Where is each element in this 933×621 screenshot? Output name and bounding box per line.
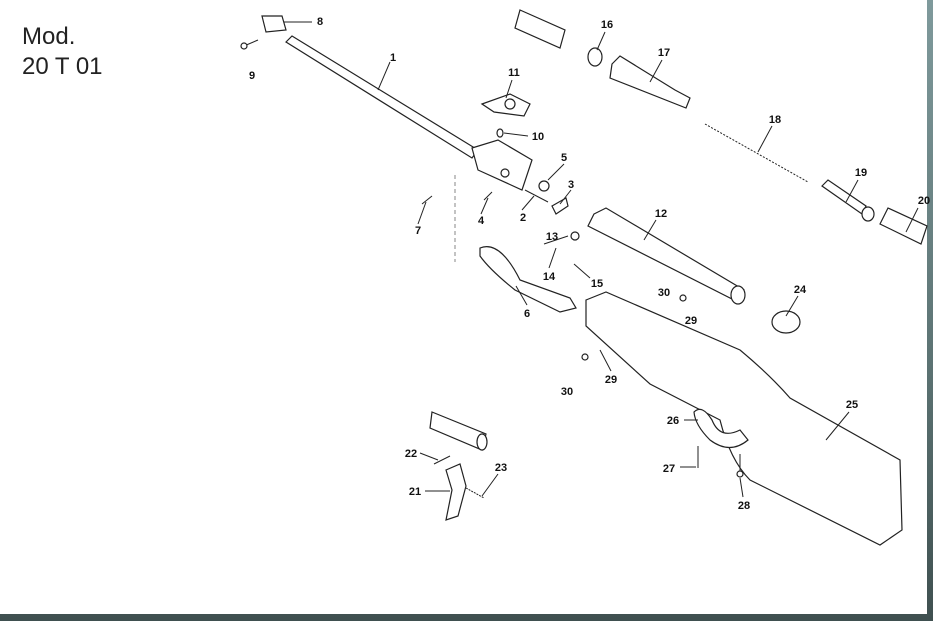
label-5: 5 (561, 152, 567, 164)
label-24: 24 (794, 284, 807, 296)
part-rear-sight (480, 93, 531, 117)
label-1: 1 (390, 52, 396, 64)
part-spring-18 (704, 123, 809, 183)
label-4: 4 (478, 215, 485, 227)
label-14: 14 (543, 271, 556, 283)
label-7: 7 (415, 225, 421, 237)
label-10: 10 (532, 131, 544, 143)
label-28: 28 (738, 500, 750, 512)
part-trigger-guard-26 (693, 408, 749, 449)
part-pin-22 (433, 455, 451, 465)
label-29-lower: 29 (605, 374, 617, 386)
model-prefix: Mod. (22, 23, 76, 50)
label-29-upper: 29 (685, 315, 697, 327)
label-21: 21 (409, 486, 421, 498)
label-26: 26 (667, 415, 679, 427)
part-trigger-guard-lever (479, 246, 577, 313)
label-15: 15 (591, 278, 603, 290)
label-20: 20 (918, 195, 930, 207)
model-label: Mod. 20 T 01 (22, 22, 103, 82)
label-18: 18 (769, 114, 781, 126)
label-16: 16 (601, 19, 613, 31)
part-screw-14 (543, 231, 580, 245)
part-knob-24 (771, 310, 801, 334)
part-screw-9 (240, 39, 259, 50)
label-22: 22 (405, 448, 417, 460)
part-cap-20 (879, 207, 928, 245)
label-25: 25 (846, 399, 858, 411)
part-tube-12 (587, 207, 746, 305)
part-spring-23 (465, 487, 485, 499)
part-stock-25 (585, 291, 903, 546)
label-19: 19 (855, 167, 867, 179)
label-27: 27 (663, 463, 675, 475)
label-6: 6 (524, 308, 530, 320)
label-12: 12 (655, 208, 667, 220)
part-guide-19 (821, 179, 875, 222)
label-11: 11 (508, 67, 520, 79)
part-trigger-21 (445, 463, 467, 521)
part-small-parts (421, 128, 569, 215)
part-screw-28 (736, 454, 744, 478)
part-screws-30 (581, 294, 687, 361)
leader-lines (284, 21, 919, 498)
label-17: 17 (658, 47, 670, 59)
part-front-sight (261, 15, 287, 33)
label-3: 3 (568, 179, 574, 191)
label-9: 9 (249, 70, 255, 82)
part-barrel (285, 35, 533, 191)
part-tube-top (514, 9, 566, 49)
label-23: 23 (495, 462, 507, 474)
part-seal-16 (587, 47, 603, 67)
label-8: 8 (317, 16, 323, 28)
model-number: 20 T 01 (22, 53, 103, 80)
label-30-lower: 30 (561, 386, 573, 398)
label-30-upper: 30 (658, 287, 670, 299)
label-13: 13 (546, 231, 558, 243)
label-2: 2 (520, 212, 526, 224)
part-trigger-housing (429, 411, 488, 451)
